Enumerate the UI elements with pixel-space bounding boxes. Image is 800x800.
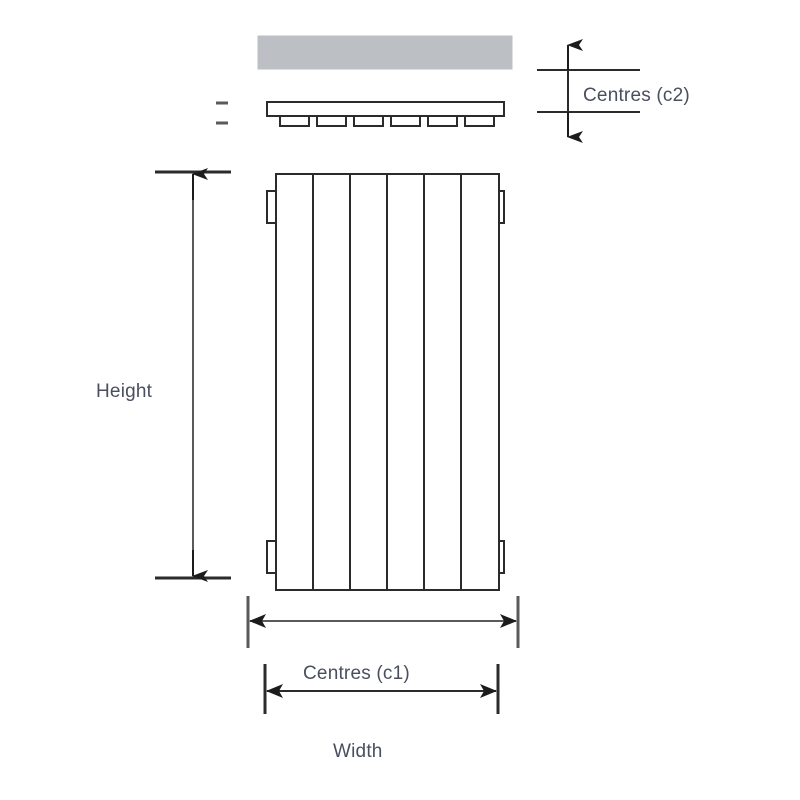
radiator-panel <box>312 173 352 591</box>
centres-c1-dimension <box>263 664 500 714</box>
wall-block <box>257 35 513 70</box>
width-dimension <box>246 596 520 648</box>
radiator-panel <box>275 173 315 591</box>
width-label: Width <box>333 741 383 762</box>
radiator-panel-group <box>275 173 500 591</box>
centres-c2-label: Centres (c2) <box>583 85 690 106</box>
height-dimension <box>155 168 231 582</box>
top-plate-tabs <box>279 115 495 127</box>
radiator-panel <box>460 173 500 591</box>
centres-c2-dimension <box>537 39 640 143</box>
radiator-side-connector-left <box>266 190 277 574</box>
radiator-top-plate <box>266 101 505 127</box>
radiator-panel <box>386 173 426 591</box>
centres-c1-label: Centres (c1) <box>303 663 410 684</box>
radiator-front-view <box>266 173 505 591</box>
radiator-panel <box>423 173 463 591</box>
break-line-ticks <box>216 101 228 125</box>
height-label: Height <box>96 381 153 402</box>
radiator-panel <box>349 173 389 591</box>
